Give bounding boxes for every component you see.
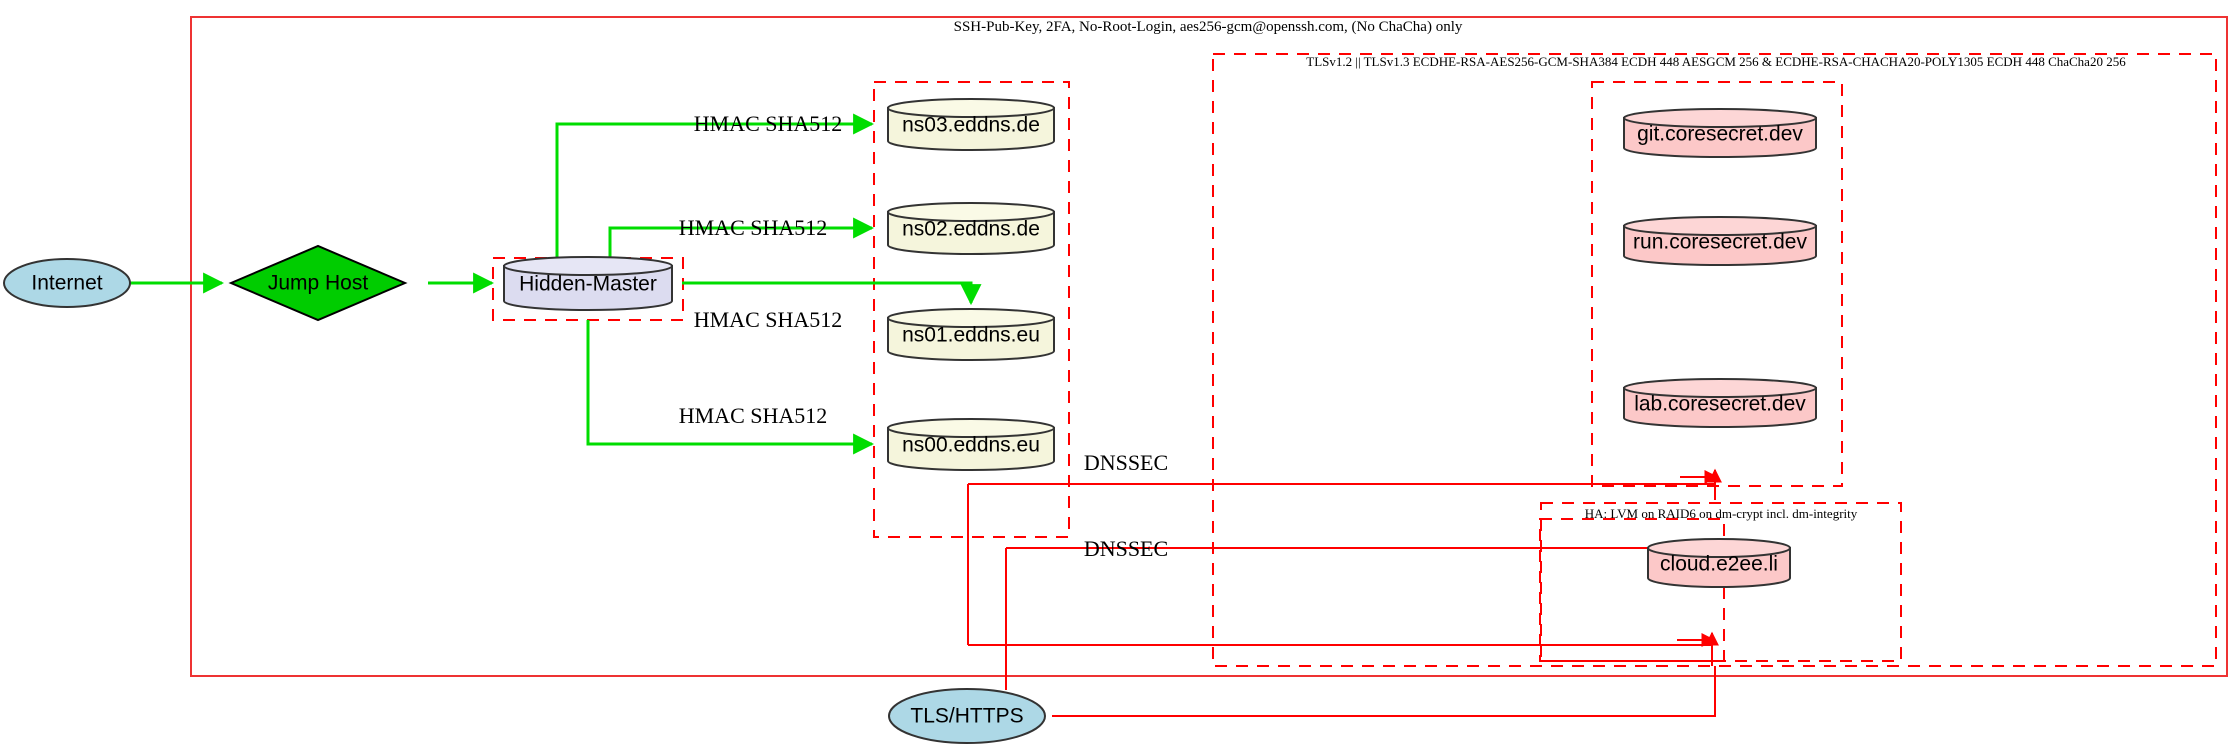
internet-ellipse (3, 258, 131, 308)
jump-host-label: Jump Host (268, 272, 369, 295)
edge-label-hmac-ns03: HMAC SHA512 (694, 111, 843, 136)
edge-label-dnssec-lower: DNSSEC (1084, 536, 1168, 561)
jump-host-diamond (228, 244, 408, 322)
run-coresecret-label: run.coresecret.dev (1633, 231, 1807, 254)
ns03-body (887, 107, 1055, 151)
boundary-tls-label: TLSv1.2 || TLSv1.3 ECDHE-RSA-AES256-GCM-… (1306, 54, 2126, 69)
lab-coresecret-top (1623, 378, 1817, 398)
node-jump-host[interactable]: Jump Host (228, 244, 408, 322)
node-internet[interactable]: Internet (3, 258, 131, 308)
edge-dnssec-upper (968, 477, 1716, 485)
edge-label-hmac-ns02: HMAC SHA512 (679, 215, 828, 240)
cloud-e2ee-body (1647, 547, 1791, 588)
ns01-label: ns01.eddns.eu (902, 324, 1040, 347)
lab-coresecret-body (1623, 387, 1817, 428)
ns00-top (887, 418, 1055, 438)
cloud-e2ee-label: cloud.e2ee.li (1660, 553, 1778, 576)
tls-https-label: TLS/HTTPS (910, 705, 1023, 728)
node-lab-coresecret[interactable]: lab.coresecret.dev (1623, 378, 1817, 428)
internet-label: Internet (31, 272, 102, 295)
edge-hiddenmaster-ns00 (586, 320, 875, 455)
edge-tlshttps-right (1052, 666, 1716, 717)
edge-hiddenmaster-ns03 (555, 113, 875, 262)
node-ns00[interactable]: ns00.eddns.eu (887, 418, 1055, 471)
edge-label-hmac-ns01: HMAC SHA512 (694, 307, 843, 332)
git-coresecret-body (1623, 117, 1817, 158)
hidden-master-body (503, 265, 673, 311)
node-ns01[interactable]: ns01.eddns.eu (887, 308, 1055, 361)
edge-hiddenmaster-ns01 (682, 281, 982, 306)
boundary-ssh (190, 16, 2228, 677)
node-ns03[interactable]: ns03.eddns.de (887, 98, 1055, 151)
cloud-e2ee-top (1647, 538, 1791, 558)
ns02-label: ns02.eddns.de (902, 218, 1040, 241)
git-coresecret-label: git.coresecret.dev (1637, 123, 1803, 146)
boundary-nameservers (873, 81, 1070, 538)
ns02-body (887, 211, 1055, 255)
node-tls-https[interactable]: TLS/HTTPS (888, 688, 1046, 744)
node-run-coresecret[interactable]: run.coresecret.dev (1623, 216, 1817, 266)
run-coresecret-body (1623, 225, 1817, 266)
node-ns02[interactable]: ns02.eddns.de (887, 202, 1055, 255)
ns00-body (887, 427, 1055, 471)
node-git-coresecret[interactable]: git.coresecret.dev (1623, 108, 1817, 158)
run-coresecret-top (1623, 216, 1817, 236)
ns00-label: ns00.eddns.eu (902, 434, 1040, 457)
ns02-top (887, 202, 1055, 222)
boundary-ha-label: HA: LVM on RAID6 on dm-crypt incl. dm-in… (1585, 506, 1858, 521)
edge-label-hmac-ns00: HMAC SHA512 (679, 403, 828, 428)
boundary-ssh-label: SSH-Pub-Key, 2FA, No-Root-Login, aes256-… (954, 19, 1463, 35)
tls-https-ellipse (888, 688, 1046, 744)
node-cloud-e2ee[interactable]: cloud.e2ee.li (1647, 538, 1791, 588)
edge-label-dnssec-upper: DNSSEC (1084, 450, 1168, 475)
hidden-master-label: Hidden-Master (519, 273, 657, 296)
boundary-coresecret (1591, 81, 1843, 487)
boundary-tls (1212, 53, 2217, 667)
boundary-cloud (1539, 518, 1725, 662)
node-hidden-master[interactable]: Hidden-Master (503, 256, 673, 311)
hidden-master-top (503, 256, 673, 276)
ns01-top (887, 308, 1055, 328)
ns03-top (887, 98, 1055, 118)
ns01-body (887, 317, 1055, 361)
git-coresecret-top (1623, 108, 1817, 128)
edge-hiddenmaster-ns02 (608, 217, 875, 262)
ns03-label: ns03.eddns.de (902, 114, 1040, 137)
lab-coresecret-label: lab.coresecret.dev (1634, 393, 1806, 416)
